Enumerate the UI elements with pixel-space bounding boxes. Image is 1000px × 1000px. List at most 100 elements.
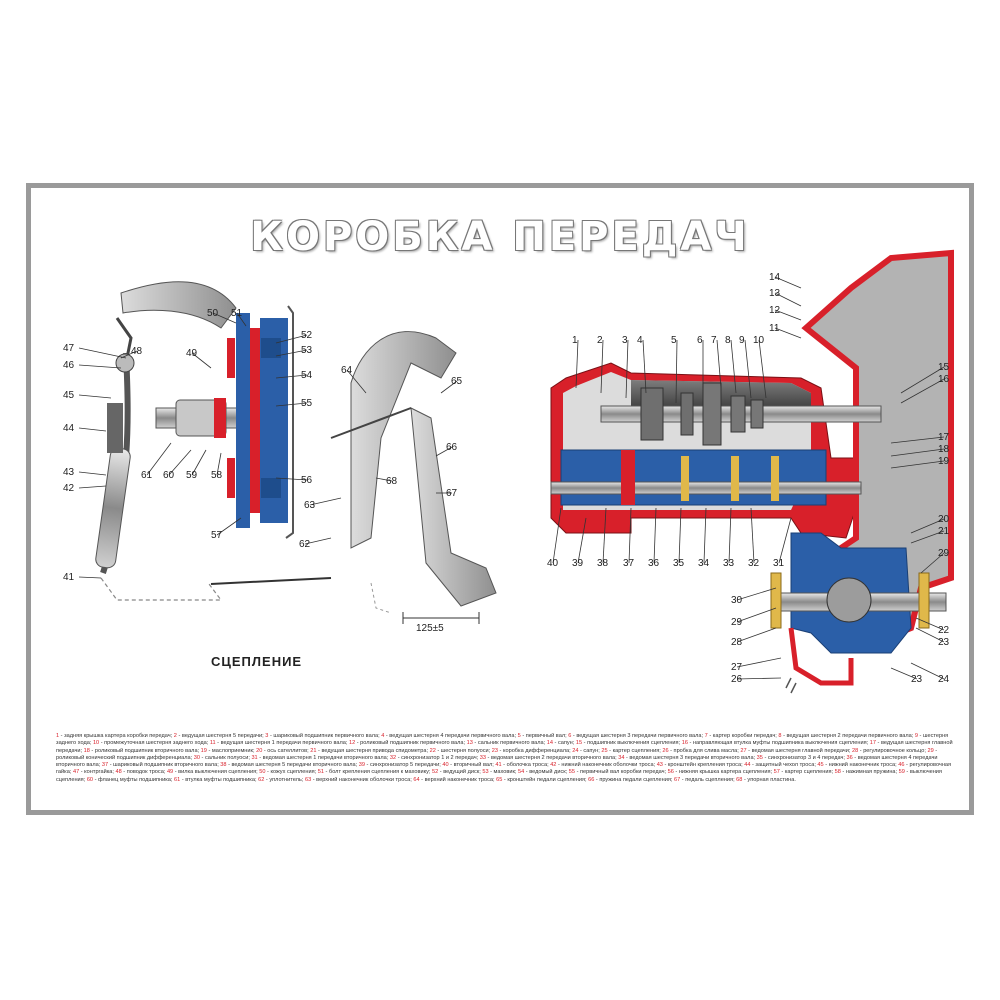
legend-number: 28	[851, 747, 859, 754]
legend-item-text: картер сцепления	[612, 747, 660, 754]
callout-leader-line	[736, 587, 777, 601]
callout-label: 59	[186, 470, 198, 481]
callout-label: 30	[731, 595, 743, 606]
legend-number: 61	[174, 776, 181, 783]
callout-leader-line	[653, 507, 657, 564]
callout-leader-line	[625, 339, 629, 399]
legend-number: 2	[173, 733, 177, 739]
callout-leader-line	[774, 309, 802, 321]
callout-label: 22	[938, 625, 950, 636]
legend-item-text: шестерня заднего хода	[56, 733, 949, 747]
callout-leader-line	[736, 677, 782, 680]
callout-leader-line	[890, 460, 945, 469]
legend-item-text: ведущая шестерня привода спидометра	[321, 747, 427, 754]
legend-item-text: верхний наконечник троса	[424, 776, 493, 783]
callout-label: 29	[731, 617, 743, 628]
callout-leader-line	[275, 349, 308, 357]
callout-leader-line	[900, 366, 945, 394]
legend-number: 22	[429, 747, 436, 754]
legend-number: 46	[898, 762, 905, 769]
poster-frame: КОРОБКА ПЕРЕДАЧ	[26, 183, 974, 815]
callout-label: 23	[911, 674, 923, 685]
legend-number: 67	[674, 776, 681, 783]
callout-leader-line	[910, 530, 945, 544]
legend-number: 14	[546, 740, 553, 747]
legend-item-text: ведомая шестерня 1 передачи вторичного в…	[262, 754, 387, 761]
legend-number: 13	[466, 740, 473, 747]
callout-label: 64	[341, 365, 353, 376]
legend-number: 19	[200, 747, 207, 754]
legend-number: 27	[740, 747, 747, 754]
callout-label: 8	[725, 335, 731, 346]
callout-leader-line	[758, 339, 767, 399]
legend-item-text: выключения сцепления	[56, 769, 942, 783]
legend-number: 3	[265, 733, 269, 739]
legend-number: 66	[588, 776, 595, 783]
callout-label: 19	[938, 456, 950, 467]
legend-number: 56	[667, 769, 674, 776]
callout-leader-line	[78, 364, 122, 369]
callout-label: 67	[446, 488, 458, 499]
callout-leader-line	[435, 446, 453, 457]
callout-label: 58	[211, 470, 223, 481]
callout-label: 48	[131, 346, 143, 357]
legend-item-text: ведущий диск	[443, 769, 480, 776]
legend-number: 35	[756, 754, 763, 761]
legend-number: 29	[927, 747, 934, 754]
callout-leader-line	[78, 485, 107, 489]
callout-leader-line	[78, 347, 127, 359]
callout-leader-line	[275, 374, 308, 379]
legend-item-text: ведомая шестерня 4 передачи вторичного в…	[56, 754, 938, 769]
legend-text: 1 - задняя крышка картера коробки переда…	[56, 733, 953, 783]
legend-number: 5	[517, 733, 521, 739]
legend-item-text: вторичный вал	[453, 762, 493, 769]
callout-label: 32	[748, 558, 760, 569]
legend-number: 17	[869, 740, 876, 747]
callout-label: 13	[769, 288, 781, 299]
callout-leader-line	[346, 369, 367, 394]
legend-item-text: задняя крышка картера коробки передач	[64, 733, 171, 739]
callout-leader-line	[910, 662, 945, 680]
legend-number: 25	[601, 747, 608, 754]
legend-item-text: сапун	[583, 747, 599, 754]
legend-number: 49	[166, 769, 174, 776]
callout-leader-line	[703, 507, 707, 564]
legend-item-text: синхронизатор 1 и 2 передач	[401, 754, 477, 761]
callout-label: 57	[211, 530, 223, 541]
legend-item-text: маховик	[493, 769, 515, 776]
callout-label: 36	[648, 558, 660, 569]
legend-number: 44	[744, 762, 751, 769]
callout-leader-line	[375, 477, 393, 482]
callout-leader-line	[744, 339, 752, 399]
callout-label: 40	[547, 558, 559, 569]
legend-item-text: картер коробки передач	[712, 733, 776, 739]
callout-label: 33	[723, 558, 735, 569]
legend-item-text: регулировочное кольцо	[863, 747, 925, 754]
legend-item-text: синхронизатор 5 передачи	[369, 762, 440, 769]
legend-number: 62	[258, 776, 265, 783]
callout-leader-line	[602, 507, 607, 564]
legend-item-text: первичный вал	[525, 733, 566, 739]
callout-leader-line	[120, 350, 138, 359]
legend-number: 51	[317, 769, 324, 776]
legend-item-text: контргайка	[84, 769, 113, 776]
legend-number: 32	[389, 754, 397, 761]
legend-item-text: картер сцепления	[784, 769, 832, 776]
legend-item-text: роликовый конический подшипник дифференц…	[56, 754, 191, 761]
legend-number: 7	[704, 733, 708, 739]
callout-label: 62	[299, 539, 311, 550]
callout-leader-line	[191, 352, 212, 369]
legend-number: 37	[101, 762, 109, 769]
legend-number: 64	[413, 776, 420, 783]
callout-label: 60	[163, 470, 175, 481]
callout-label: 43	[63, 467, 75, 478]
callout-leader-line	[736, 657, 782, 668]
callout-leader-line	[212, 312, 237, 324]
callout-leader-line	[728, 507, 732, 564]
legend-item-text: сальник первичного вала	[477, 740, 544, 747]
callout-leader-line	[146, 442, 172, 476]
callout-label: 5	[671, 335, 677, 346]
legend-number: 68	[736, 776, 743, 783]
callout-leader-line	[774, 276, 802, 289]
